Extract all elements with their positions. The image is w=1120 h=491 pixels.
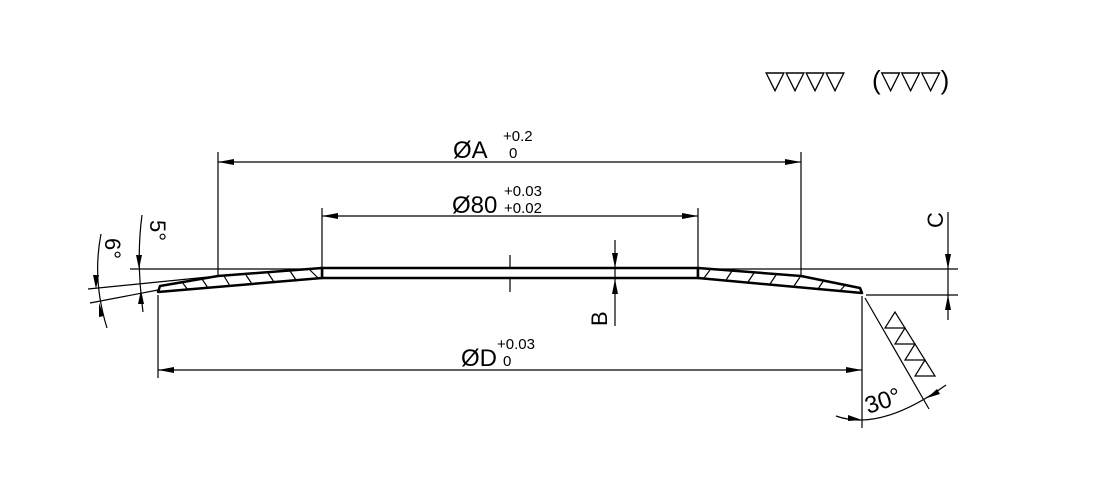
angle-30-label: 30° [862,383,905,420]
dim-D-upper-tol: +0.03 [497,336,535,353]
angle-dimensions-left: 5° 6° [87,214,219,329]
section-hatching [181,269,847,292]
angle-6-label: 6° [100,238,125,259]
dim-A-upper-tol: +0.2 [503,128,533,145]
dimension-80: Ø80 +0.03 +0.02 [321,183,699,268]
dimension-A: ØA +0.2 0 [217,128,802,276]
dim-80-lower-tol: +0.02 [504,200,542,217]
angle-5-label: 5° [145,220,170,241]
dim-A-lower-tol: 0 [509,145,517,162]
surface-finish-other-symbol: (▽▽▽) [872,65,949,95]
dim-80-upper-tol: +0.03 [504,183,542,200]
surface-finish-symbol: ▽▽▽▽ [765,65,845,95]
dim-B-label: B [587,311,612,326]
dimension-B: B [587,240,618,326]
disc-part [156,266,864,295]
dim-A-label: ØA [453,137,488,164]
dim-80-label: Ø80 [452,192,497,219]
chamfer-30-annotation: 30° [835,297,947,421]
dimension-D: ØD +0.03 0 [157,295,863,428]
dim-D-label: ØD [461,345,497,372]
chamfer-triangles [883,310,937,377]
dim-D-lower-tol: 0 [503,353,511,370]
dim-C-label: C [923,212,948,228]
dimension-C: C [923,212,951,320]
